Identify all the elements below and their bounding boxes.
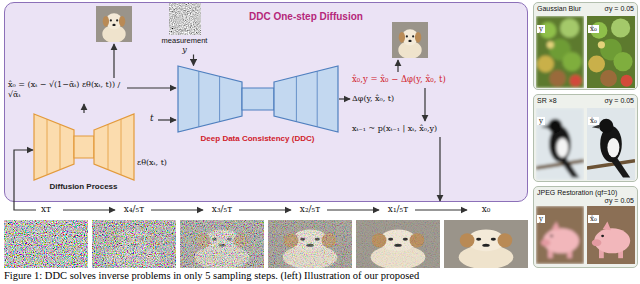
data-connector <box>193 55 194 66</box>
panel-heading-row: SR ×8 σy = 0.05 <box>537 97 634 105</box>
noise-overlay <box>4 220 88 268</box>
flow-arrow <box>397 60 398 72</box>
method-panel: DDC One-step Diffusion measurementyDeep D… <box>4 2 528 202</box>
image-tag: x̂₀ <box>588 117 599 125</box>
unet-network: Deep Data Consistency (DDC) <box>178 66 338 148</box>
sample-image <box>268 220 352 269</box>
network-label: Deep Data Consistency (DDC) <box>178 134 338 144</box>
flow-arrow <box>113 44 114 78</box>
flow-arrows <box>14 44 467 210</box>
output-image <box>392 22 428 59</box>
step-arrow <box>151 209 203 210</box>
unet-block <box>242 88 274 110</box>
timestep-label: x₄/₅ᴛ <box>124 204 144 216</box>
timestep-label: x₀ <box>482 204 491 216</box>
image-tag: x̂₀ <box>588 215 599 223</box>
task-title: JPEG Restoration (qf=10) <box>537 189 617 197</box>
symbol-label: y <box>160 45 210 55</box>
timestep-label: x₂/₅ᴛ <box>300 204 320 216</box>
restored-image <box>587 206 635 264</box>
noise-overlay <box>268 220 352 268</box>
sample-image <box>356 220 440 269</box>
figure-caption: Figure 1: DDC solves inverse problems in… <box>4 270 419 283</box>
step-arrow <box>239 209 291 210</box>
step-arrow <box>327 209 379 210</box>
unet-network: Diffusion Process <box>34 114 134 198</box>
flow-arrow <box>158 119 176 120</box>
estimate-image <box>96 6 132 43</box>
unet-layer-line <box>59 124 60 169</box>
math-label: x̂₀ = (xₜ − √(1−ᾱₜ) εθ(xₜ, t)) / √ᾱₜ <box>8 80 124 101</box>
restored-image <box>587 108 635 180</box>
flow-arrow <box>339 98 350 99</box>
math-label: εθ(xₜ, t) <box>137 158 167 168</box>
unet-layer-line <box>198 71 199 127</box>
sample-image <box>444 220 528 269</box>
degraded-image <box>536 108 584 180</box>
panel-heading-row: JPEG Restoration (qf=10)σy = 0.05 <box>537 189 634 206</box>
image-caption: measurement <box>160 36 210 45</box>
task-title: Gaussian Blur <box>537 5 581 13</box>
sample-image <box>180 220 264 269</box>
sample-image <box>92 220 176 269</box>
sample-image <box>4 220 88 269</box>
unet-layer-line <box>295 76 296 121</box>
image-tag: y <box>537 117 545 125</box>
flow-arrow <box>83 104 84 113</box>
math-label: x̂₀,y = x̂₀ − Δφ(y, x̂₀, t) <box>352 74 446 85</box>
degraded-image <box>536 16 584 88</box>
measurement-image <box>169 3 201 35</box>
math-label: t <box>150 113 154 125</box>
degraded-image <box>536 206 584 264</box>
flow-arrow <box>14 150 36 210</box>
unet-layer-line <box>219 76 220 121</box>
math-label: Δφ(y, x̂₀, t) <box>352 94 394 104</box>
panel-title: DDC One-step Diffusion <box>249 11 363 22</box>
math-label: xₜ₋₁ ~ p(xₜ₋₁ | xₜ, x̂₀,y) <box>352 124 437 134</box>
unet-block <box>74 136 94 158</box>
image-tag: x̂₀ <box>588 25 599 33</box>
noise-overlay <box>180 220 264 268</box>
restored-image <box>587 16 635 88</box>
unet-layer-line <box>120 119 121 175</box>
panel-heading-row: Gaussian Blur σy = 0.05 <box>537 5 634 13</box>
network-label: Diffusion Process <box>34 182 134 192</box>
unet-block <box>178 66 242 132</box>
noise-level: σy = 0.05 <box>601 97 634 105</box>
task-title: SR ×8 <box>537 97 557 105</box>
timestep-label: x₁/₅ᴛ <box>388 204 408 216</box>
noise-level: σy = 0.05 <box>601 5 634 13</box>
noise-overlay <box>92 220 176 268</box>
unet-block <box>34 114 74 180</box>
unet-layer-line <box>46 119 47 175</box>
flow-arrow <box>127 87 176 88</box>
timestep-label: xᴛ <box>41 204 51 216</box>
unet-layer-line <box>107 124 108 169</box>
noise-overlay <box>356 220 440 268</box>
timestep-label: x₃/₅ᴛ <box>212 204 232 216</box>
image-tag: y <box>537 215 545 223</box>
image-tag: y <box>537 25 545 33</box>
noise-level: σy = 0.05 <box>601 197 634 205</box>
step-arrow <box>63 209 115 210</box>
unet-layer-line <box>316 71 317 127</box>
unet-block <box>274 66 338 132</box>
unet-block <box>94 114 134 180</box>
flow-arrow <box>439 137 440 201</box>
flow-arrow <box>424 88 425 121</box>
step-arrow <box>415 209 467 210</box>
